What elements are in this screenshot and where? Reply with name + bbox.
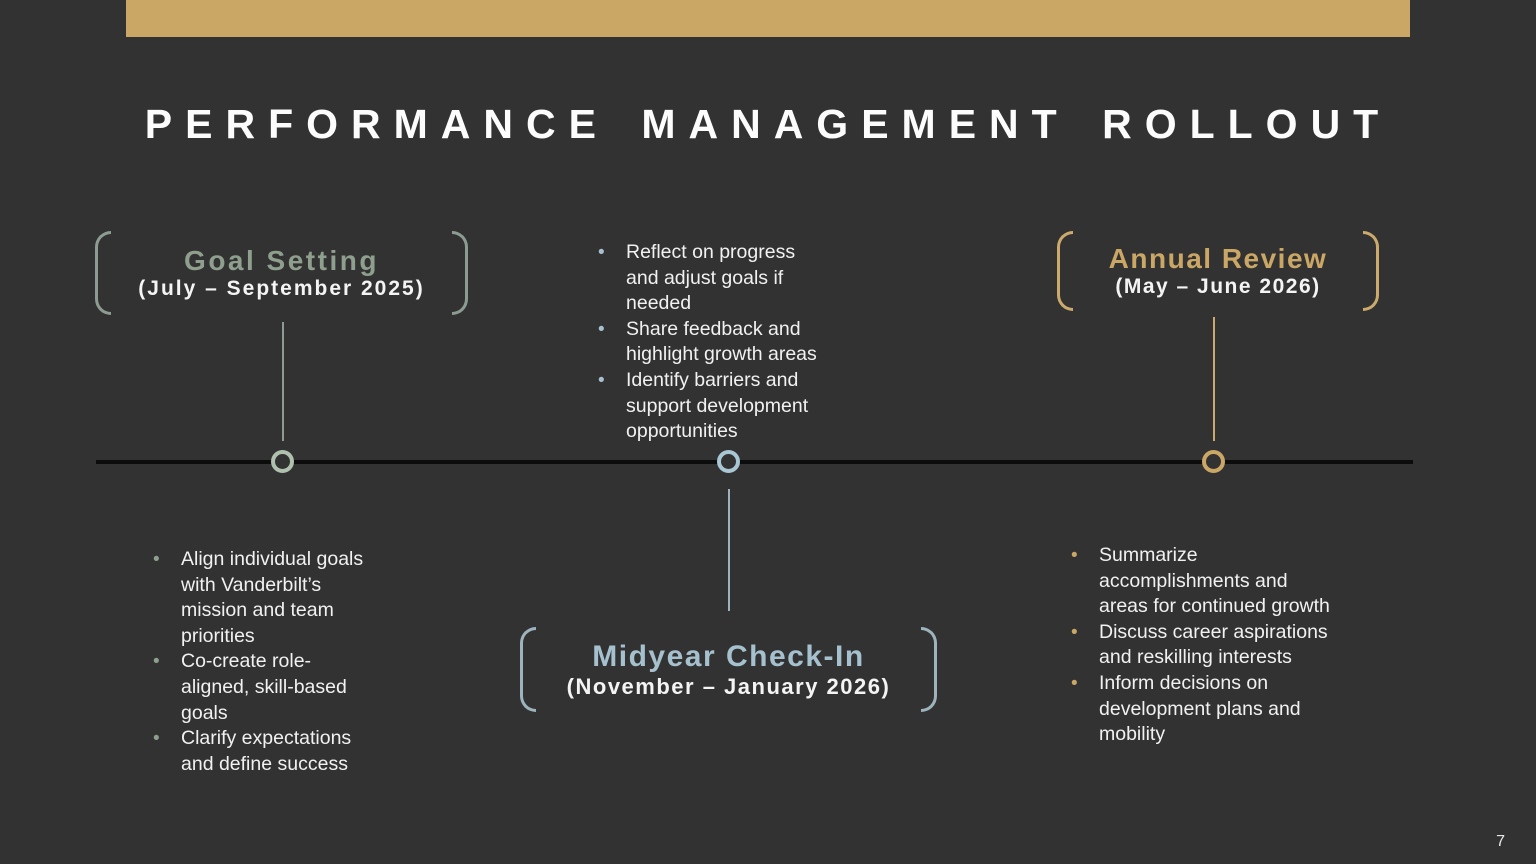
- connector-line-goal-setting: [282, 322, 284, 441]
- left-bracket-decoration: [95, 231, 111, 315]
- accent-top-bar: [126, 0, 1410, 37]
- bullet-item: Align individual goals with Vanderbilt’s…: [150, 547, 368, 649]
- bullet-item: Reflect on progress and adjust goals if …: [595, 240, 827, 317]
- phase-label-goal-setting: Goal Setting (July – September 2025): [95, 231, 468, 315]
- phase-content: Midyear Check-In (November – January 202…: [536, 627, 921, 712]
- phase-name-goal-setting: Goal Setting: [184, 245, 379, 276]
- page-number: 7: [1496, 833, 1505, 850]
- phase-name-annual-review: Annual Review: [1108, 243, 1328, 274]
- bullet-item: Co-create role-aligned, skill-based goal…: [150, 649, 368, 726]
- bullet-list-annual-review: Summarize accomplishments and areas for …: [1068, 543, 1330, 748]
- phase-dates-midyear-check-in: (November – January 2026): [566, 673, 891, 699]
- bullet-item: Inform decisions on development plans an…: [1068, 671, 1330, 748]
- right-bracket-decoration: [452, 231, 468, 315]
- slide-title: PERFORMANCE MANAGEMENT ROLLOUT: [144, 101, 1392, 148]
- bullet-item: Clarify expectations and define success: [150, 726, 368, 777]
- phase-content: Annual Review (May – June 2026): [1073, 231, 1363, 311]
- bullet-item: Summarize accomplishments and areas for …: [1068, 543, 1330, 620]
- bullet-list-goal-setting: Align individual goals with Vanderbilt’s…: [150, 547, 368, 777]
- phase-label-annual-review: Annual Review (May – June 2026): [1057, 231, 1379, 311]
- bullet-item: Share feedback and highlight growth area…: [595, 317, 827, 368]
- bullet-item: Identify barriers and support developmen…: [595, 368, 827, 445]
- bullet-item: Discuss career aspirations and reskillin…: [1068, 620, 1330, 671]
- timeline-axis: [96, 460, 1413, 464]
- timeline-node-annual-review: [1202, 450, 1225, 473]
- phase-name-midyear-check-in: Midyear Check-In: [592, 639, 865, 673]
- phase-label-midyear-check-in: Midyear Check-In (November – January 202…: [520, 627, 937, 712]
- connector-line-midyear-check-in: [728, 489, 730, 611]
- phase-dates-annual-review: (May – June 2026): [1115, 275, 1321, 298]
- timeline-node-goal-setting: [271, 450, 294, 473]
- phase-content: Goal Setting (July – September 2025): [111, 231, 452, 315]
- right-bracket-decoration: [1363, 231, 1379, 311]
- timeline-node-midyear-check-in: [717, 450, 740, 473]
- left-bracket-decoration: [520, 627, 536, 712]
- bullet-list-midyear-check-in: Reflect on progress and adjust goals if …: [595, 240, 827, 445]
- left-bracket-decoration: [1057, 231, 1073, 311]
- connector-line-annual-review: [1213, 317, 1215, 441]
- right-bracket-decoration: [921, 627, 937, 712]
- phase-dates-goal-setting: (July – September 2025): [138, 277, 425, 300]
